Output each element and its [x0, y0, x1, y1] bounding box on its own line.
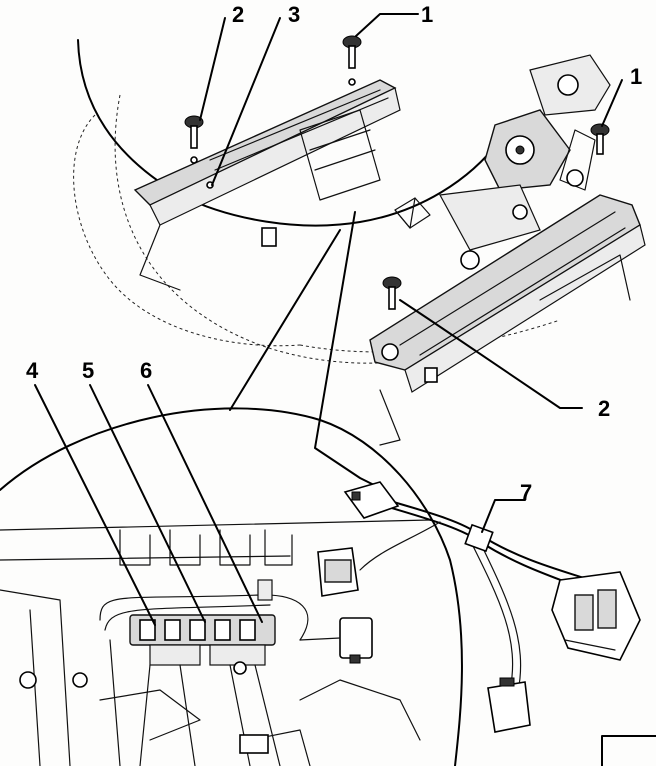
- callout-3-top: 3: [288, 2, 300, 27]
- detail-view-circle: [0, 407, 463, 767]
- bolt-icon: [342, 35, 362, 69]
- callout-2-right: 2: [598, 396, 610, 421]
- wiring-connector-icon: [299, 617, 373, 664]
- callout-6: 6: [140, 358, 152, 383]
- leader-lines-lower: [34, 384, 526, 626]
- callout-1-top: 1: [421, 2, 433, 27]
- leader-lines-upper: [199, 13, 623, 409]
- callout-1-right: 1: [630, 64, 642, 89]
- callout-2-top: 2: [232, 2, 244, 27]
- detail-leader-lines: [229, 211, 381, 489]
- page-corner-mark: [601, 735, 656, 767]
- wiring-connector-icon: [551, 571, 641, 661]
- wiring-connector-icon: [317, 547, 359, 597]
- callout-4: 4: [26, 358, 39, 383]
- callout-5: 5: [82, 358, 94, 383]
- recliner-mechanism: [439, 54, 611, 270]
- wiring-harness: [359, 497, 591, 693]
- bolt-icon: [590, 123, 610, 155]
- wiring-connector-icon: [343, 481, 400, 519]
- bolt-icon: [184, 115, 204, 149]
- bolt-icon: [382, 276, 402, 310]
- seat-rail-left: [133, 79, 401, 291]
- wiring-connector-icon: [487, 677, 531, 733]
- callout-7: 7: [520, 480, 532, 505]
- seat-bracket-center: [299, 109, 431, 229]
- wiring-connector-icon: [99, 579, 309, 767]
